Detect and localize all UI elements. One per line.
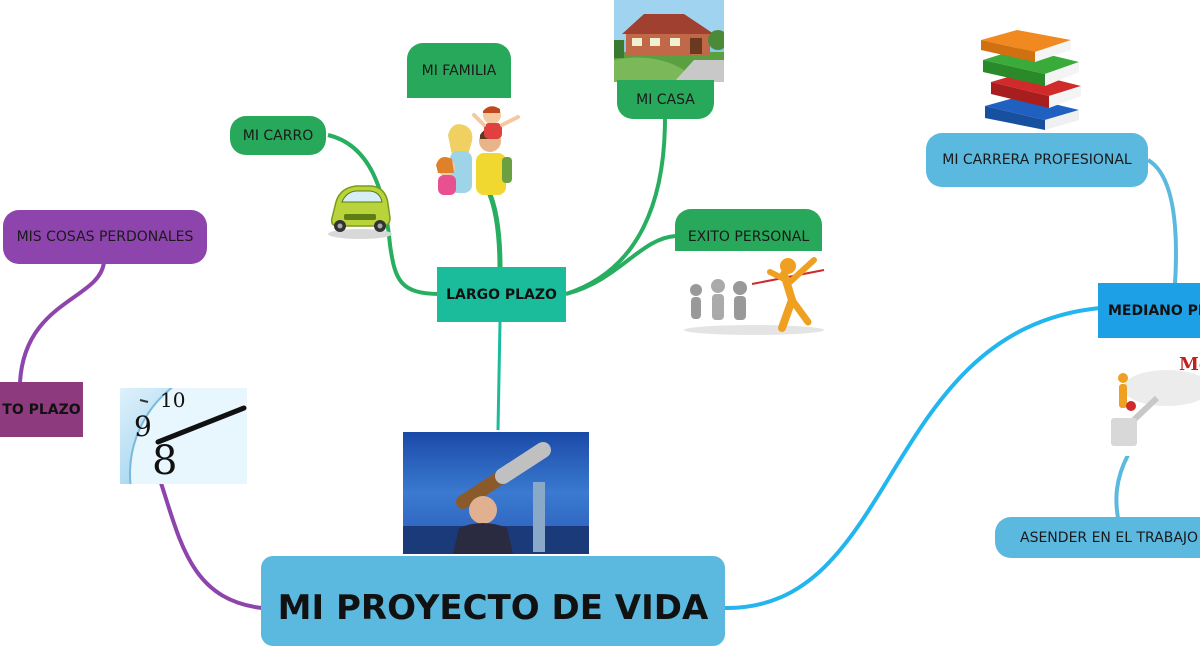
largo-plazo-node[interactable]: LARGO PLAZO bbox=[437, 267, 566, 322]
connector-lines bbox=[18, 117, 1178, 611]
mis-cosas-node[interactable]: MIS COSAS PERDONALES bbox=[3, 210, 207, 264]
corto-plazo-node[interactable]: TO PLAZO bbox=[0, 382, 83, 437]
goal-image-text: Me bbox=[1179, 354, 1200, 375]
line-largo-exito bbox=[565, 234, 677, 296]
telescope-image bbox=[403, 432, 589, 554]
line-root-corto bbox=[158, 479, 263, 610]
line-root-mediano bbox=[724, 306, 1101, 611]
books-image bbox=[975, 30, 1085, 130]
success-image bbox=[674, 250, 832, 338]
root-node[interactable]: MI PROYECTO DE VIDA bbox=[261, 556, 725, 646]
mediano-plazo-node[interactable]: MEDIANO PL bbox=[1098, 283, 1200, 338]
mi-carrera-node[interactable]: MI CARRERA PROFESIONAL bbox=[926, 133, 1148, 187]
mi-carro-node[interactable]: MI CARRO bbox=[230, 116, 326, 155]
mi-familia-node[interactable]: MI FAMILIA bbox=[407, 43, 511, 98]
goal-image: Me bbox=[1097, 348, 1200, 456]
asender-node[interactable]: ASENDER EN EL TRABAJO bbox=[995, 517, 1200, 558]
clock-number-9: 9 bbox=[134, 410, 152, 443]
clock-number-8: 8 bbox=[152, 438, 178, 484]
line-root-largo bbox=[496, 321, 502, 431]
mi-casa-node[interactable]: MI CASA bbox=[617, 80, 714, 119]
clock-number-10: 10 bbox=[160, 388, 186, 412]
house-image bbox=[614, 0, 724, 82]
clock-image: 10 9 8 bbox=[120, 388, 247, 484]
line-mediano-asender bbox=[1114, 454, 1130, 519]
family-image bbox=[402, 95, 530, 200]
line-largo-carro bbox=[327, 133, 441, 296]
exito-personal-node[interactable]: EXITO PERSONAL bbox=[675, 209, 822, 251]
line-corto-cosas bbox=[18, 261, 106, 383]
car-image bbox=[322, 178, 394, 240]
line-mediano-carrera bbox=[1146, 158, 1178, 285]
